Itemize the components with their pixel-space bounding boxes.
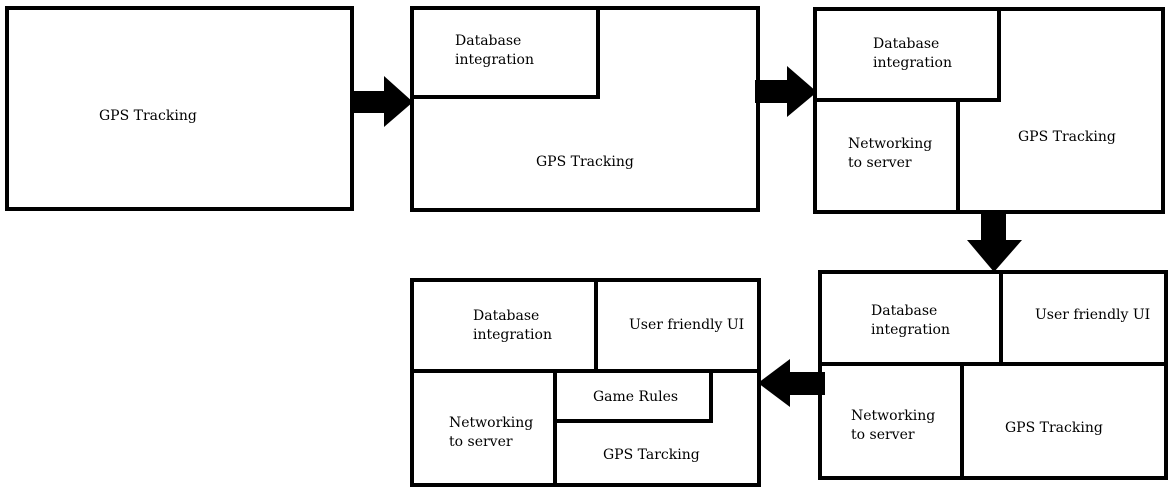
stage-5-gps-tracking-label: GPS Tarcking [603,447,700,463]
stage-4-database-box [818,270,1003,366]
stage-4-networking-box [818,362,964,480]
stage-3-networking-label: Networking to server [848,136,933,171]
stage-3-networking-box [813,98,960,214]
stage-5-game-rules-box [553,369,713,423]
stage-4-database-label: Database integration [871,303,950,338]
arrow-right-2 [755,66,817,117]
stage-2-database-label: Database integration [455,33,534,68]
stage-5-ui-label: User friendly UI [629,317,745,333]
stage-5-database-label: Database integration [473,308,552,343]
stage-3-gps-tracking-label: GPS Tracking [1018,129,1116,145]
stage-2-gps-tracking-label: GPS Tracking [536,154,634,170]
stage-3-database-label: Database integration [873,36,952,71]
stage-4-networking-label: Networking to server [851,408,936,443]
stage-5-networking-label: Networking to server [449,415,534,450]
arrow-down [967,212,1022,272]
stage-1-gps-tracking-box [5,6,354,211]
arrow-left [758,359,825,407]
stage-5-game-rules-label: Game Rules [593,389,679,405]
stage-5-networking-box [410,369,557,487]
arrow-right-1 [350,76,413,127]
stage-5-ui-box [594,278,761,373]
stage-4-gps-tracking-label: GPS Tracking [1005,420,1103,436]
stage-1-gps-tracking-label: GPS Tracking [99,108,197,124]
stage-2-database-box [410,6,600,99]
stage-4-ui-box [999,270,1168,366]
stage-4-ui-label: User friendly UI [1035,307,1151,323]
